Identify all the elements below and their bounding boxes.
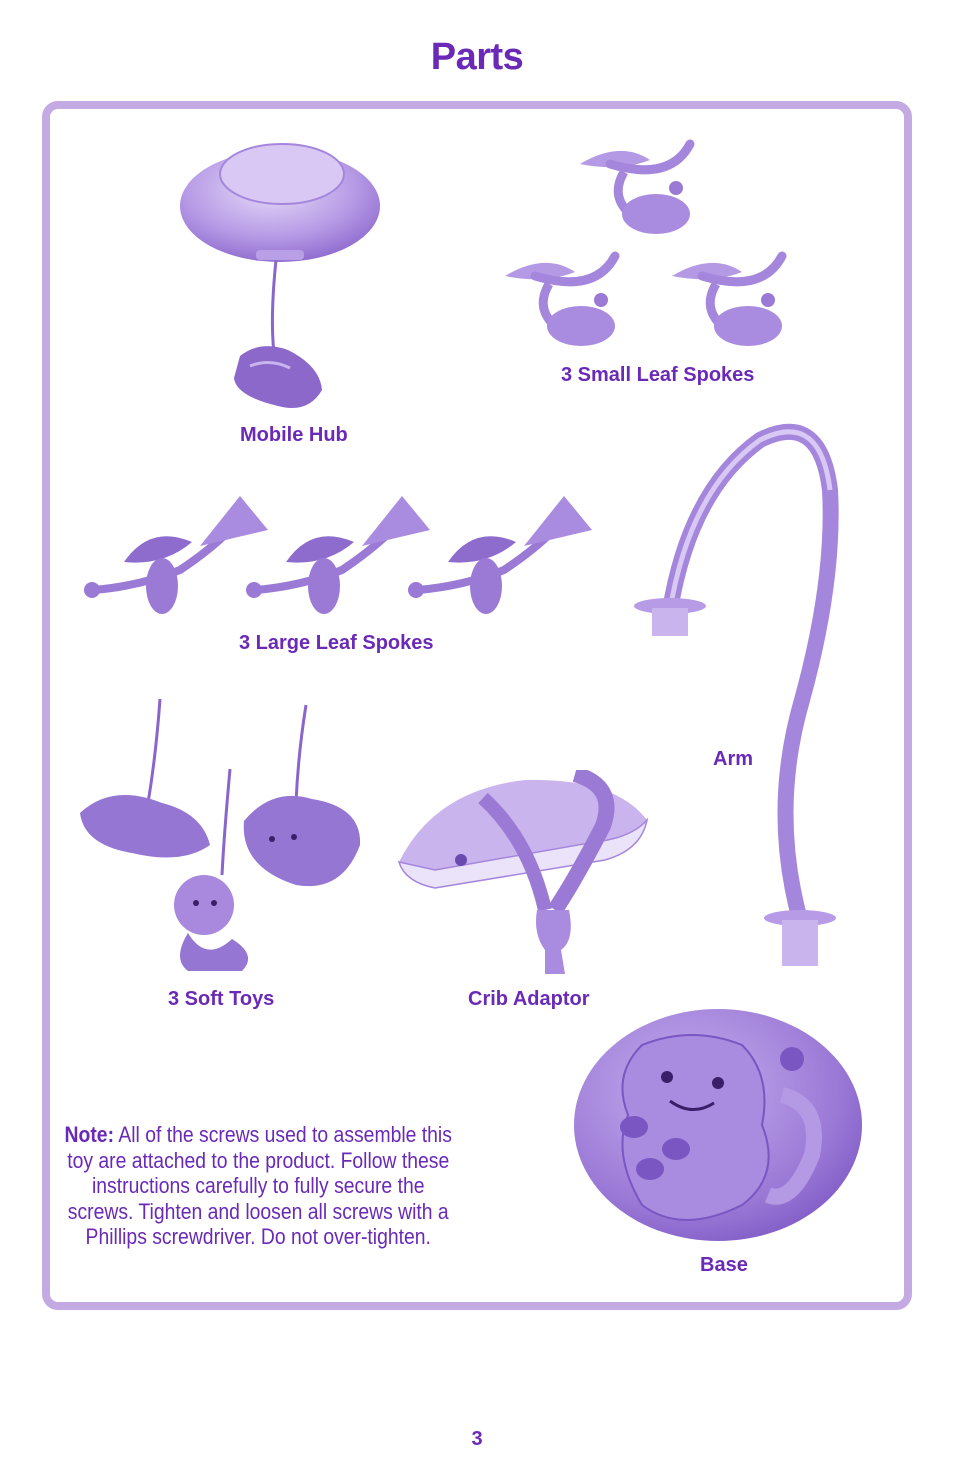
large-leaf-spokes-label: 3 Large Leaf Spokes <box>239 632 434 654</box>
soft-toys-illustration <box>80 698 361 971</box>
note-lead: Note: <box>64 1122 115 1147</box>
large-leaf-spokes-illustration <box>84 496 592 614</box>
mobile-hub-illustration <box>180 143 380 408</box>
note-text: All of the screws used to assemble this … <box>67 1122 452 1249</box>
base-illustration <box>574 1009 862 1241</box>
arm-illustration <box>634 423 839 966</box>
mobile-hub-label: Mobile Hub <box>240 424 348 446</box>
small-leaf-spokes-illustration <box>505 139 787 346</box>
page-number: 3 <box>471 1428 483 1450</box>
small-leaf-spokes-label: 3 Small Leaf Spokes <box>561 364 755 386</box>
page-title: Parts <box>430 36 524 78</box>
base-label: Base <box>700 1254 748 1276</box>
crib-adaptor-illustration <box>397 770 649 974</box>
crib-adaptor-label: Crib Adaptor <box>468 988 590 1010</box>
assembly-note: Note: All of the screws used to assemble… <box>62 1122 454 1250</box>
soft-toys-label: 3 Soft Toys <box>168 988 275 1010</box>
arm-label: Arm <box>713 748 754 770</box>
